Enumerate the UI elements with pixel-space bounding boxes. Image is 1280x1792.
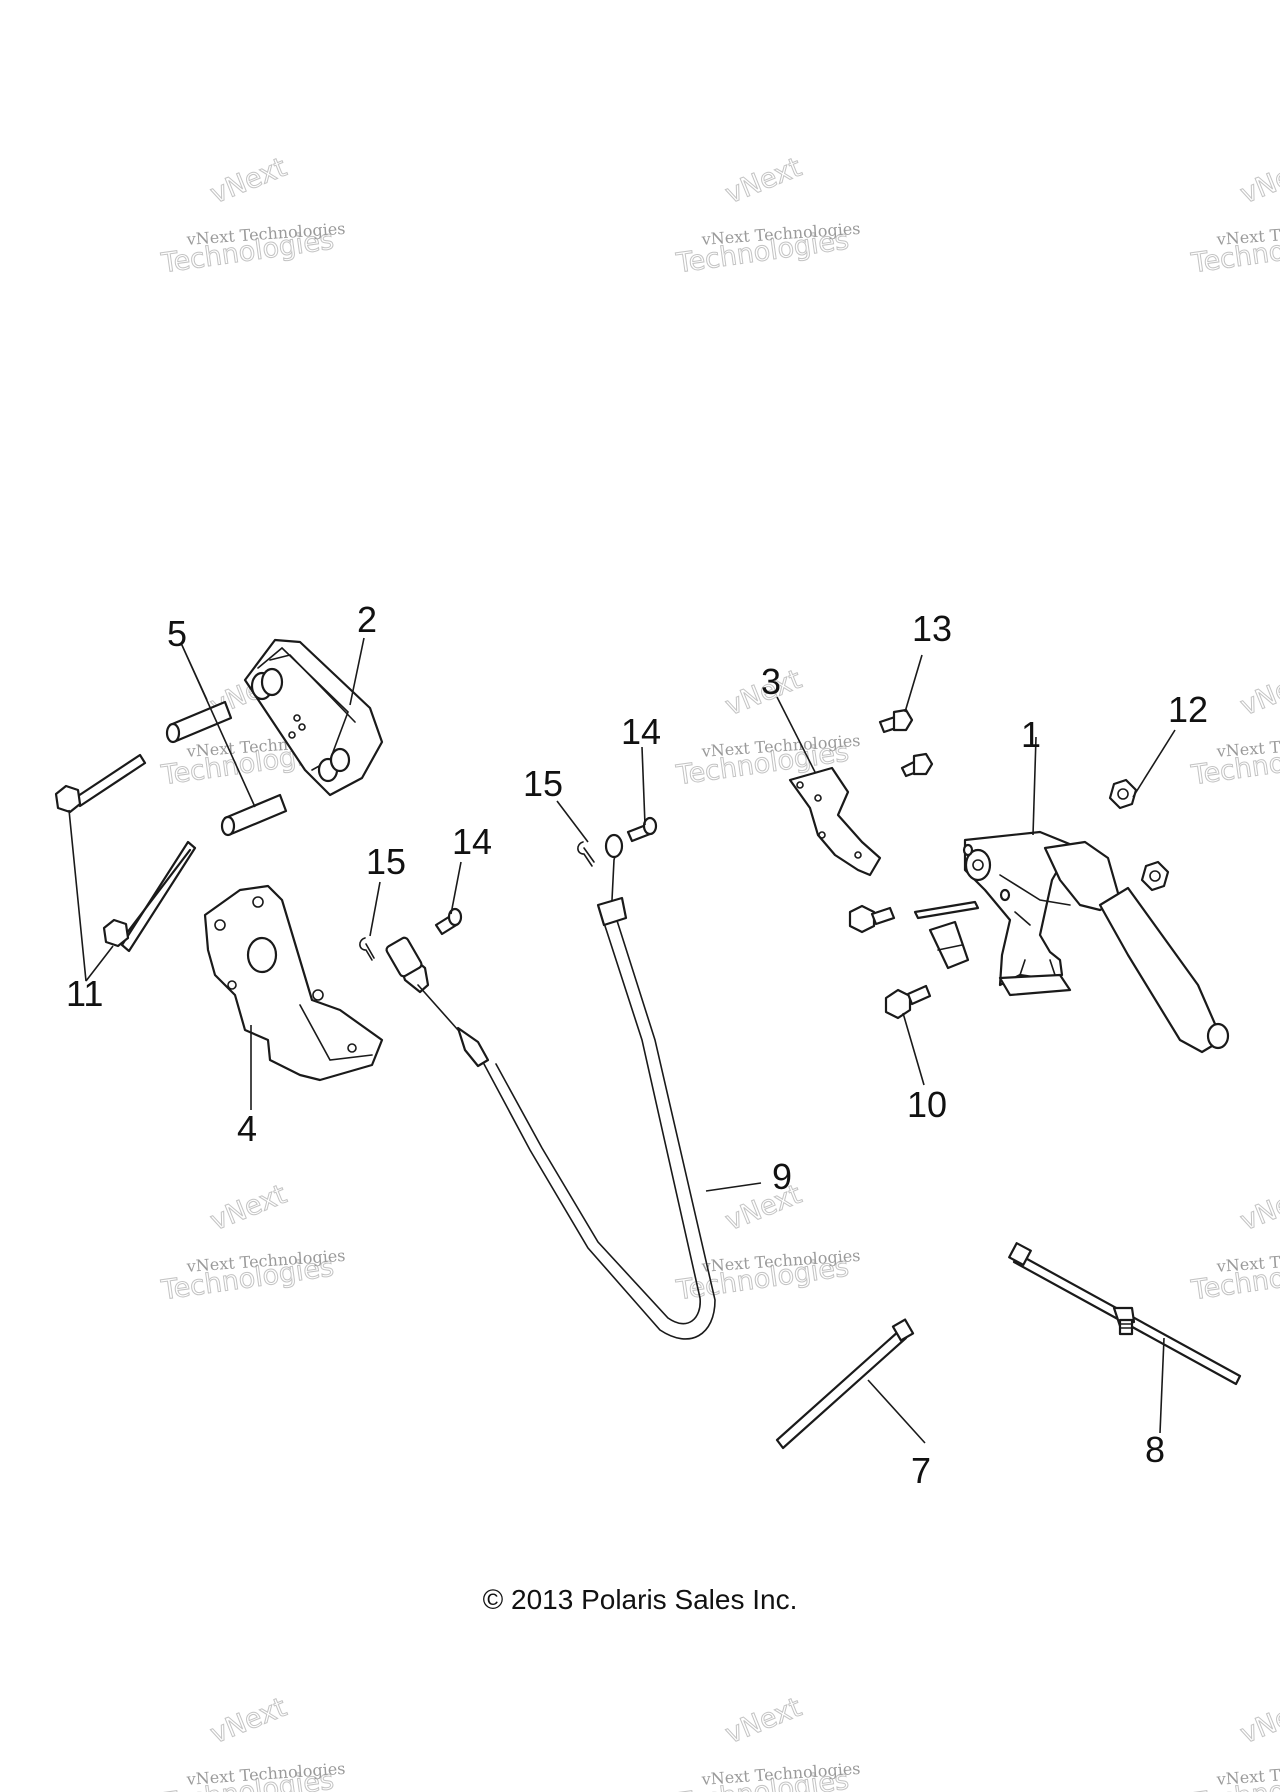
part-10-bolt-upper <box>848 904 896 934</box>
svg-text:vNext: vNext <box>1236 664 1280 722</box>
part-9-cable <box>385 833 716 1340</box>
svg-text:vNext: vNext <box>206 152 291 210</box>
callout-15-right: 15 <box>523 763 563 804</box>
part-11-bolt-lower <box>102 840 197 953</box>
part-13-bolt-lower <box>900 752 934 778</box>
part-12-nut-upper <box>1108 778 1138 810</box>
part-7-cable-tie <box>775 1318 915 1450</box>
part-2-bracket <box>243 638 384 797</box>
callout-14-left: 14 <box>452 821 492 862</box>
callout-7: 7 <box>911 1450 931 1491</box>
watermark-top-right: Technologies vNext Technologies vNext <box>1188 151 1280 280</box>
svg-text:vNext: vNext <box>721 152 806 210</box>
part-3-bracket <box>788 766 882 877</box>
callout-11: 11 <box>66 973 103 1014</box>
part-5-spacer-lower <box>220 793 288 837</box>
svg-text:vNext: vNext <box>1236 1179 1280 1237</box>
watermark-low-right: Technologies vNext Technologies vNext <box>1188 1178 1280 1307</box>
svg-text:vNext Technologies: vNext Technologies <box>1215 1246 1280 1276</box>
callout-1: 1 <box>1021 714 1041 755</box>
svg-text:vNext: vNext <box>1236 1692 1280 1750</box>
svg-text:vNext: vNext <box>1236 152 1280 210</box>
svg-text:vNext Technologies: vNext Technologies <box>1215 731 1280 761</box>
svg-text:vNext Technologies: vNext Technologies <box>1215 219 1280 249</box>
watermark-top-left: Technologies vNext Technologies vNext <box>158 151 346 280</box>
part-8-cable-tie-clip <box>1008 1242 1242 1386</box>
part-15-pin-left <box>359 937 375 961</box>
callout-10: 10 <box>907 1084 947 1125</box>
part-10-bolt-lower <box>884 984 932 1020</box>
copyright-notice: © 2013 Polaris Sales Inc. <box>482 1584 798 1615</box>
svg-text:vNext: vNext <box>206 1692 291 1750</box>
callout-15-left: 15 <box>366 841 406 882</box>
watermark-low-center: Technologies vNext Technologies vNext <box>673 1178 861 1307</box>
callout-12: 12 <box>1168 689 1208 730</box>
callout-9: 9 <box>772 1156 792 1197</box>
watermark-bottom-left: Technologies vNext Technologies vNext <box>158 1691 346 1792</box>
part-4-mounting-plate <box>203 884 384 1082</box>
callout-4: 4 <box>237 1108 257 1149</box>
part-11-bolt-upper <box>54 753 147 814</box>
svg-text:vNext: vNext <box>206 1179 291 1237</box>
svg-text:vNext: vNext <box>721 1692 806 1750</box>
part-15-pin-right <box>577 841 595 867</box>
part-13-bolt-upper <box>878 708 914 734</box>
part-14-pin-left <box>434 907 463 936</box>
part-12-nut-lower <box>1140 860 1170 892</box>
callout-13: 13 <box>912 608 952 649</box>
leader-lines <box>68 637 1176 1444</box>
watermark-low-left: Technologies vNext Technologies vNext <box>158 1178 346 1307</box>
watermark-bottom-center: Technologies vNext Technologies vNext <box>673 1691 861 1792</box>
part-1-brake-handle <box>913 830 1230 1054</box>
watermark-top-center: Technologies vNext Technologies vNext <box>673 151 861 280</box>
watermark-bottom-right: Technologies vNext Technologies vNext <box>1188 1691 1280 1792</box>
part-5-spacer-upper <box>165 700 233 744</box>
callout-3: 3 <box>761 661 781 702</box>
svg-text:vNext Technologies: vNext Technologies <box>1215 1759 1280 1789</box>
callout-8: 8 <box>1145 1429 1165 1470</box>
callout-5: 5 <box>167 613 187 654</box>
callout-2: 2 <box>357 599 377 640</box>
callout-14-right: 14 <box>621 711 661 752</box>
callouts: 1 2 3 4 5 7 8 9 10 11 12 13 14 14 15 15 <box>66 599 1208 1491</box>
part-14-pin-right <box>626 816 658 843</box>
